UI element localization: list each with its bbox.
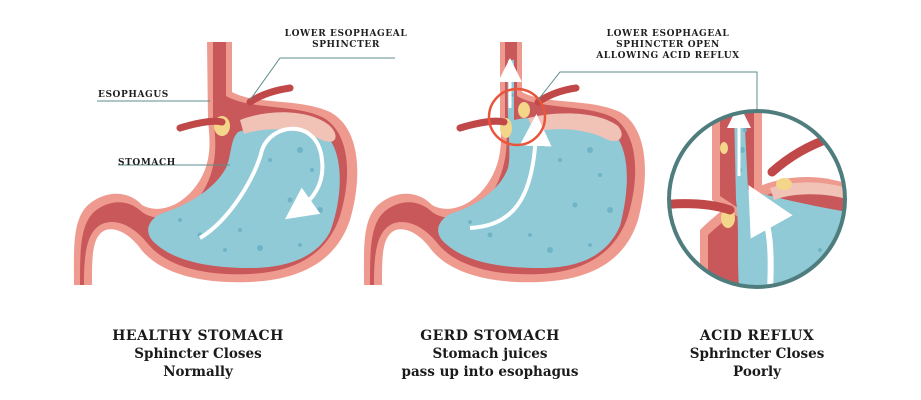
gerd-leader-lines — [537, 71, 758, 111]
reflux-vessel — [669, 199, 735, 215]
reflux-caption-line1: Sphrincter Closes — [689, 346, 825, 362]
gerd-sphincter-highlight-circle — [487, 87, 547, 147]
healthy-les-label-line2: SPHINCTER — [312, 40, 380, 50]
healthy-les-label: LOWER ESOPHAGEAL SPHINCTER — [276, 29, 416, 51]
stomach-label: STOMACH — [118, 158, 176, 168]
reflux-fat — [720, 142, 728, 154]
gerd-vessel — [456, 117, 508, 132]
reflux-sphincter-right — [776, 178, 792, 190]
reflux-caption-title: ACID REFLUX — [699, 328, 815, 344]
esophagus-label: ESOPHAGUS — [98, 90, 169, 100]
reflux-caption: ACID REFLUX Sphrincter Closes Poorly — [637, 327, 877, 381]
gerd-caption-line2: pass up into esophagus — [401, 364, 579, 380]
healthy-vessel — [246, 84, 294, 106]
reflux-flow-arrow — [748, 185, 793, 287]
healthy-leader-lines — [97, 57, 395, 166]
healthy-flow-arrow — [198, 126, 325, 240]
gerd-caption: GERD STOMACH Stomach juices pass up into… — [370, 327, 610, 381]
gerd-caption-title: GERD STOMACH — [420, 328, 560, 344]
gerd-les-label-line2: SPHINCTER OPEN — [616, 40, 720, 50]
gerd-sphincter-right — [518, 102, 530, 118]
gerd-les-label-line3: ALLOWING ACID REFLUX — [596, 51, 740, 61]
healthy-caption-title: HEALTHY STOMACH — [112, 328, 284, 344]
acid-reflux-zoom-illustration — [667, 109, 847, 289]
gerd-caption-line1: Stomach juices — [432, 346, 548, 362]
healthy-caption-line2: Normally — [163, 364, 233, 380]
healthy-les-label-line1: LOWER ESOPHAGEAL — [284, 29, 408, 39]
gerd-vessel — [534, 84, 580, 106]
healthy-caption: HEALTHY STOMACH Sphincter Closes Normall… — [78, 327, 318, 381]
healthy-gastric-juice — [148, 124, 340, 268]
gerd-stomach-illustration — [363, 42, 645, 285]
gerd-les-label: LOWER ESOPHAGEAL SPHINCTER OPEN ALLOWING… — [578, 29, 758, 62]
gerd-flow-arrow — [469, 114, 552, 230]
gerd-bubbles — [468, 93, 613, 253]
reflux-caption-line2: Poorly — [733, 364, 781, 380]
gerd-les-label-line1: LOWER ESOPHAGEAL — [606, 29, 730, 39]
healthy-vessel — [176, 117, 226, 132]
healthy-caption-line1: Sphincter Closes — [134, 346, 262, 362]
healthy-stomach-illustration — [73, 42, 358, 285]
acid-reflux-zoom-ring — [667, 109, 847, 289]
